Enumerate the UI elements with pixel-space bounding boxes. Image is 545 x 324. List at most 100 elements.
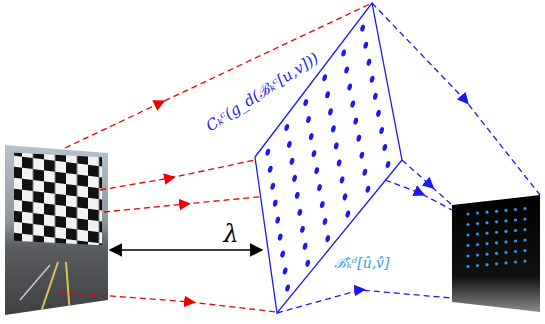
plane-dot bbox=[289, 157, 295, 165]
image-dot bbox=[466, 265, 469, 268]
image-dot bbox=[504, 219, 507, 222]
plane-dot bbox=[285, 284, 291, 292]
plane-dot bbox=[347, 83, 353, 91]
plane-dot bbox=[319, 201, 325, 209]
image-dot bbox=[466, 223, 469, 226]
plane-dot bbox=[292, 174, 298, 182]
plane-dot bbox=[330, 125, 336, 133]
image-dot bbox=[514, 250, 517, 253]
plane-dot bbox=[325, 235, 331, 243]
plane-dot bbox=[282, 267, 288, 275]
plane-dot bbox=[353, 117, 359, 125]
image-dot bbox=[485, 211, 488, 214]
plane-dot bbox=[385, 161, 391, 169]
image-formula: ℬ̂ₖᵈ[û,v̂] bbox=[334, 256, 389, 271]
plane-dot bbox=[322, 74, 328, 82]
plane-dot bbox=[270, 182, 276, 190]
image-dot bbox=[466, 233, 469, 236]
plane-dot bbox=[344, 66, 350, 74]
image-dot bbox=[504, 261, 507, 264]
plane-dot bbox=[267, 165, 273, 173]
image-dot bbox=[466, 254, 469, 257]
image-dot bbox=[466, 212, 469, 215]
image-dot bbox=[476, 264, 479, 267]
image-dot bbox=[514, 260, 517, 263]
plane-dot bbox=[305, 116, 311, 124]
plane-dot bbox=[363, 41, 369, 49]
image-dot bbox=[485, 253, 488, 256]
plane-dot bbox=[360, 24, 366, 32]
image-dot bbox=[476, 254, 479, 257]
image-dot bbox=[476, 212, 479, 215]
image-dot bbox=[495, 262, 498, 265]
image-dot bbox=[476, 243, 479, 246]
image-dot bbox=[485, 232, 488, 235]
image-dot bbox=[523, 207, 526, 210]
image-dot bbox=[476, 233, 479, 236]
image-dot bbox=[523, 228, 526, 231]
plane-dot bbox=[336, 159, 342, 167]
plane-dot bbox=[345, 210, 351, 218]
plane-dot bbox=[359, 151, 365, 159]
plane-dot bbox=[311, 150, 317, 158]
plane-dot bbox=[356, 134, 362, 142]
image-dot bbox=[504, 240, 507, 243]
image-dot bbox=[523, 249, 526, 252]
plane-dot bbox=[297, 208, 303, 216]
plane-dots bbox=[265, 24, 391, 292]
image-dot bbox=[514, 229, 517, 232]
plane-dot bbox=[322, 218, 328, 226]
image-dot bbox=[495, 220, 498, 223]
plane-dot bbox=[272, 199, 278, 207]
projection-plane bbox=[255, 3, 402, 313]
image-dot bbox=[495, 231, 498, 234]
image-dot bbox=[495, 252, 498, 255]
image-dot bbox=[476, 222, 479, 225]
plane-dot bbox=[275, 216, 281, 224]
image-dot bbox=[504, 251, 507, 254]
plane-dot bbox=[341, 49, 347, 57]
plane-dot bbox=[302, 242, 308, 250]
plane-dot bbox=[325, 91, 331, 99]
plane-dot bbox=[382, 143, 388, 151]
image-dot bbox=[504, 209, 507, 212]
image-dot bbox=[485, 263, 488, 266]
image-dot bbox=[495, 210, 498, 213]
image-dot bbox=[495, 241, 498, 244]
distance-arrow bbox=[110, 249, 262, 251]
plane-dot bbox=[316, 184, 322, 192]
plane-dot bbox=[327, 108, 333, 116]
image-dot bbox=[523, 239, 526, 242]
plane-dot bbox=[342, 193, 348, 201]
plane-dot bbox=[369, 75, 375, 83]
reprojection-rays bbox=[277, 3, 540, 313]
reprojected-image bbox=[452, 195, 540, 312]
plane-dot bbox=[333, 142, 339, 150]
plane-dot bbox=[350, 100, 356, 108]
image-dot bbox=[514, 208, 517, 211]
image-dot bbox=[514, 239, 517, 242]
image-dot bbox=[523, 218, 526, 221]
image-dot bbox=[514, 218, 517, 221]
plane-dot bbox=[365, 185, 371, 193]
plane-dot bbox=[305, 259, 311, 267]
image-dot bbox=[504, 230, 507, 233]
plane-dot bbox=[379, 126, 385, 134]
plane-dot bbox=[277, 233, 283, 241]
camera-image bbox=[5, 145, 108, 315]
plane-dot bbox=[303, 99, 309, 107]
plane-dot bbox=[308, 133, 314, 141]
plane-dot bbox=[265, 148, 271, 156]
plane-dot bbox=[280, 250, 286, 258]
distance-symbol: λ bbox=[223, 221, 238, 247]
image-dot bbox=[466, 244, 469, 247]
plane-dot bbox=[339, 176, 345, 184]
plane-dot bbox=[375, 109, 381, 117]
plane-dot bbox=[372, 92, 378, 100]
plane-dot bbox=[286, 140, 292, 148]
plane-dot bbox=[314, 167, 320, 175]
image-dot bbox=[485, 221, 488, 224]
image-dot bbox=[485, 242, 488, 245]
